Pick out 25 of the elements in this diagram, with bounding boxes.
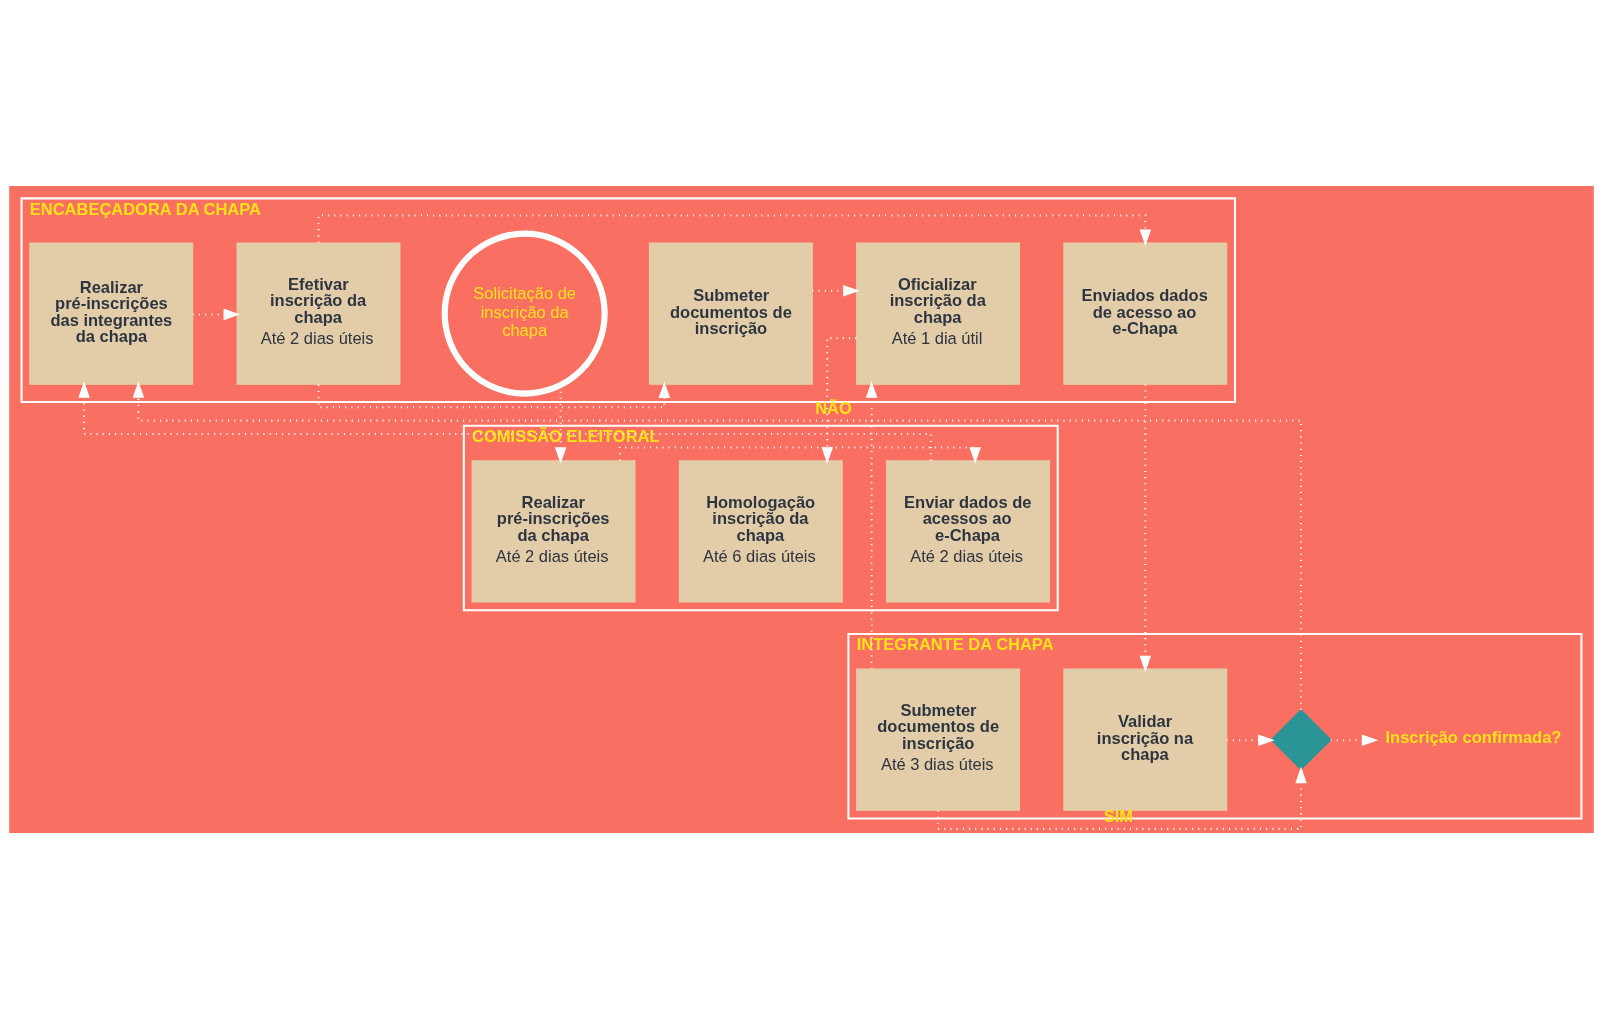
node-box: Homologação inscrição da chapa Até 6 dias úteis	[678, 459, 843, 603]
node-box: Enviar dados de acessos ao e-Chapa Até 2 dias úteis	[885, 459, 1050, 603]
node-diamond	[1269, 708, 1332, 770]
arrow	[132, 380, 1302, 710]
node-text: Inscrição confirmada?	[1385, 727, 1561, 746]
node-box: Oficializar inscrição da chapa Até 1 dia útil	[855, 241, 1020, 385]
node-box: Realizar pré-inscrições da chapa Até 2 dias úteis	[471, 459, 635, 603]
arrow	[618, 445, 981, 464]
node-box: Efetivar inscrição da chapa Até 2 dias úteis	[236, 241, 400, 385]
node-box: Enviados dados de acesso ao e-Chapa	[1062, 241, 1227, 385]
arrow	[1139, 383, 1151, 672]
arrow	[821, 336, 856, 464]
node-box: Submeter documentos de inscrição Até 3 dias úteis	[855, 668, 1020, 811]
arrow	[77, 380, 932, 461]
arrow	[865, 380, 877, 669]
node-box: Realizar pré-inscrições das integrantes da chapa	[28, 241, 193, 385]
arrow	[316, 380, 670, 408]
arrow	[1226, 733, 1275, 746]
node-circle: Solicitação de inscrição da chapa	[441, 230, 608, 397]
arrow	[192, 308, 240, 320]
arrow	[1330, 733, 1378, 746]
node-box: Validar inscrição na chapa	[1062, 668, 1227, 811]
node-box: Submeter documentos de inscrição	[648, 241, 813, 385]
arrow	[316, 213, 1151, 246]
arrow	[812, 284, 860, 296]
